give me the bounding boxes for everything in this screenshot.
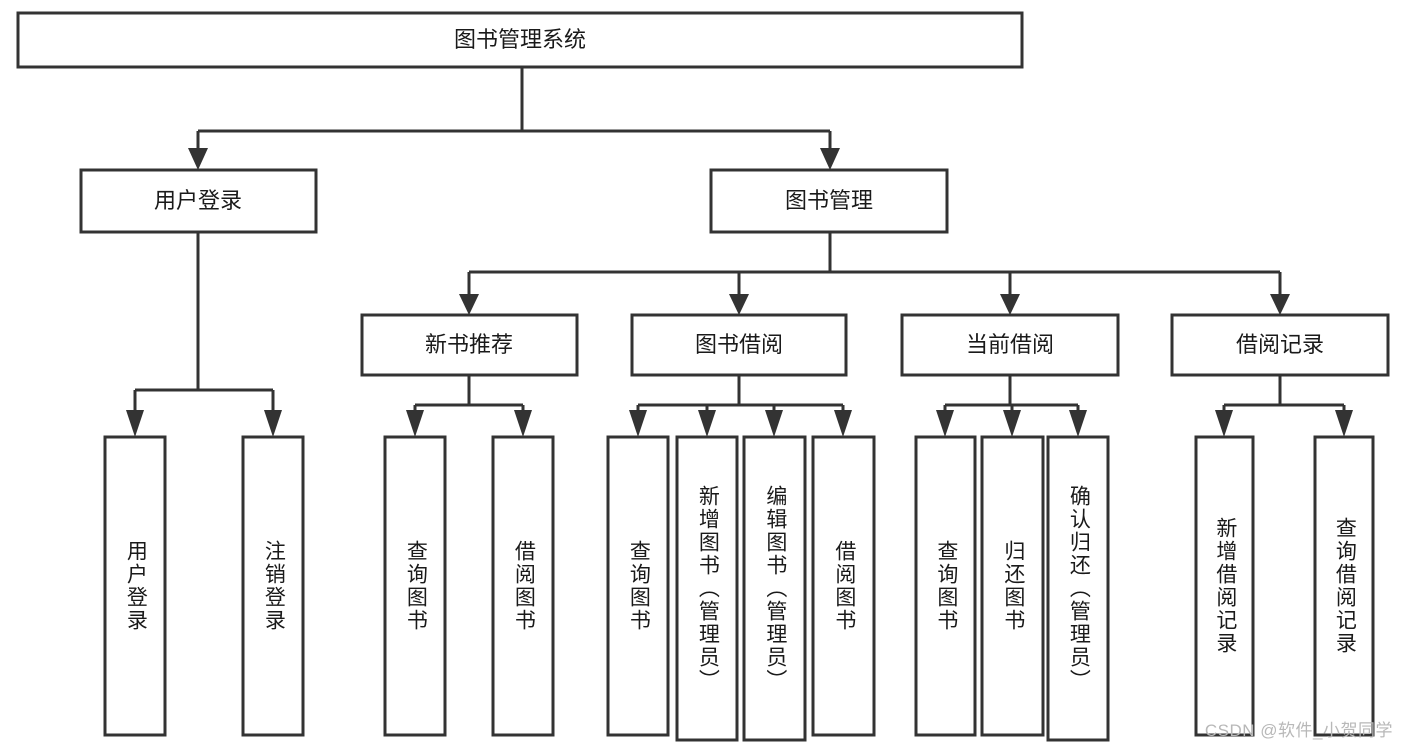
label-borrow-record: 借阅记录: [1236, 332, 1324, 357]
label-book-borrow: 图书借阅: [695, 332, 783, 357]
arrow-book-mgmt-to-borrow: [729, 294, 749, 315]
node-new-book-recommend[interactable]: [360, 313, 579, 377]
arrow-root-to-user-login: [188, 148, 208, 170]
node-leaf-borrow-edit-book[interactable]: [742, 435, 807, 742]
label-root-system: 图书管理系统: [454, 27, 586, 52]
arrow-book-borrow-leaf-4: [834, 410, 852, 437]
arrow-user-login-leaf-2: [264, 410, 282, 437]
arrow-book-mgmt-to-current: [1000, 294, 1020, 315]
label-book-management: 图书管理: [785, 188, 873, 213]
arrow-new-book-leaf-2: [514, 410, 532, 437]
arrow-new-book-leaf-1: [406, 410, 424, 437]
node-user-login[interactable]: [79, 168, 318, 234]
arrow-root-to-book-mgmt: [820, 148, 840, 170]
node-leaf-current-query[interactable]: [914, 435, 977, 737]
arrow-book-mgmt-to-record: [1270, 294, 1290, 315]
node-root-system[interactable]: [16, 11, 1024, 69]
arrow-borrow-record-leaf-2: [1335, 410, 1353, 437]
node-leaf-record-add[interactable]: [1194, 435, 1255, 737]
csdn-watermark: CSDN @软件_小贺同学: [1204, 721, 1393, 740]
connector-group-root: [188, 67, 840, 170]
node-book-management[interactable]: [709, 168, 949, 234]
label-user-login: 用户登录: [154, 188, 242, 213]
label-current-borrow: 当前借阅: [966, 332, 1054, 357]
node-book-borrow[interactable]: [630, 313, 848, 377]
node-leaf-user-login-logout[interactable]: [241, 435, 305, 737]
arrow-current-borrow-leaf-3: [1069, 410, 1087, 437]
node-leaf-current-confirm-return[interactable]: [1046, 435, 1110, 742]
node-leaf-current-return[interactable]: [980, 435, 1045, 737]
node-current-borrow[interactable]: [900, 313, 1120, 377]
arrow-book-borrow-leaf-3: [765, 410, 783, 437]
node-leaf-borrow-query[interactable]: [606, 435, 670, 737]
arrow-book-borrow-leaf-2: [698, 410, 716, 437]
connector-group-new-book: [406, 375, 532, 437]
node-leaf-new-book-query[interactable]: [383, 435, 447, 737]
arrow-borrow-record-leaf-1: [1215, 410, 1233, 437]
arrow-current-borrow-leaf-2: [1003, 410, 1021, 437]
arrow-book-borrow-leaf-1: [629, 410, 647, 437]
node-leaf-new-book-borrow[interactable]: [491, 435, 555, 737]
arrow-current-borrow-leaf-1: [936, 410, 954, 437]
node-leaf-record-query[interactable]: [1313, 435, 1375, 737]
label-new-book-recommend: 新书推荐: [425, 332, 513, 357]
connector-group-borrow-record: [1215, 375, 1353, 437]
arrow-book-mgmt-to-new-book: [459, 294, 479, 315]
node-leaf-borrow-add-book[interactable]: [675, 435, 739, 742]
connector-group-book-mgmt: [459, 232, 1290, 315]
node-borrow-record[interactable]: [1170, 313, 1390, 377]
connector-group-book-borrow: [629, 375, 852, 437]
arrow-user-login-leaf-1: [126, 410, 144, 437]
connector-group-current-borrow: [936, 375, 1087, 437]
node-leaf-user-login-login[interactable]: [103, 435, 167, 737]
connector-group-user-login: [126, 232, 282, 437]
node-leaf-borrow-borrow-book[interactable]: [811, 435, 876, 737]
